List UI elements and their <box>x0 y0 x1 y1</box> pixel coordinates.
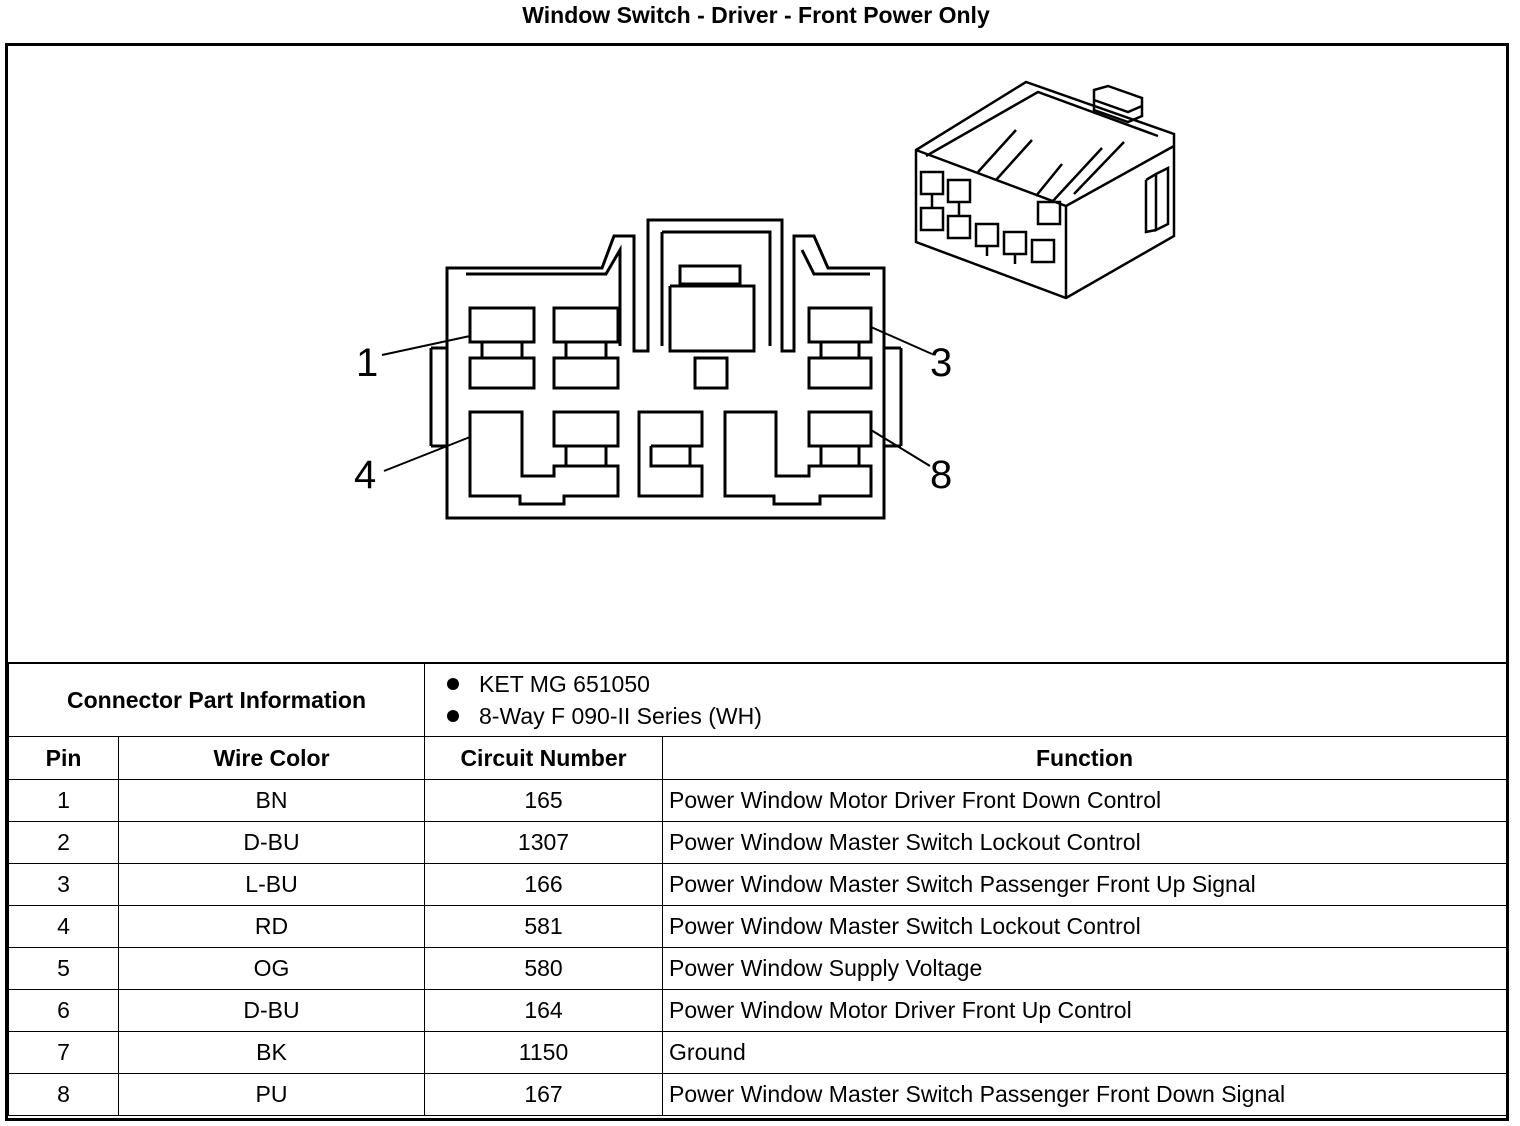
connector-diagram: 1 3 4 8 <box>8 46 1506 662</box>
cavity-pin-6 <box>637 410 704 498</box>
connector-info-row: Connector Part Information KET MG 651050… <box>7 662 1508 737</box>
cell-circuit-number: 1150 <box>424 1031 664 1074</box>
page-title: Window Switch - Driver - Front Power Onl… <box>522 2 990 28</box>
pin-callout-3: 3 <box>930 341 952 385</box>
connector-info-label: Connector Part Information <box>7 662 426 737</box>
table-row: 8 PU 167 Power Window Master Switch Pass… <box>8 1073 1508 1116</box>
header-wire-color: Wire Color <box>117 736 426 780</box>
pinout-table: Connector Part Information KET MG 651050… <box>7 662 1508 1116</box>
cell-function: Power Window Supply Voltage <box>662 947 1508 990</box>
cell-function: Power Window Master Switch Passenger Fro… <box>662 1073 1508 1116</box>
cell-pin: 5 <box>8 947 119 990</box>
pin-callout-4: 4 <box>354 453 376 497</box>
bullet-icon <box>447 678 460 690</box>
connector-key <box>693 356 729 390</box>
connector-info-list: KET MG 651050 8-Way F 090-II Series (WH) <box>424 662 1508 737</box>
header-circuit-number: Circuit Number <box>424 736 664 780</box>
connector-latch-inner <box>466 244 870 346</box>
table-row: 4 RD 581 Power Window Master Switch Lock… <box>8 905 1508 948</box>
cell-wire-color: BN <box>117 779 426 822</box>
connector-latch-window <box>678 264 742 286</box>
leader-line-3 <box>870 326 933 355</box>
connector-body-outline <box>445 218 886 520</box>
table-row: 7 BK 1150 Ground <box>8 1031 1508 1074</box>
table-row: 2 D-BU 1307 Power Window Master Switch L… <box>8 821 1508 864</box>
cell-function: Ground <box>662 1031 1508 1074</box>
cell-pin: 6 <box>8 989 119 1032</box>
bullet-icon <box>447 710 460 722</box>
cell-pin: 7 <box>8 1031 119 1074</box>
pin-callout-8: 8 <box>930 453 952 497</box>
cell-circuit-number: 164 <box>424 989 664 1032</box>
cell-pin: 8 <box>8 1073 119 1116</box>
cell-circuit-number: 581 <box>424 905 664 948</box>
connector-face-drawing: 1 3 4 8 <box>354 80 1176 520</box>
leader-line-1 <box>381 335 471 356</box>
connector-frame: 1 3 4 8 Connector Part Information KET M… <box>5 43 1509 1121</box>
header-pin: Pin <box>8 736 119 780</box>
cell-function: Power Window Master Switch Lockout Contr… <box>662 821 1508 864</box>
table-row: 3 L-BU 166 Power Window Master Switch Pa… <box>8 863 1508 906</box>
cell-circuit-number: 580 <box>424 947 664 990</box>
leader-line-8 <box>870 429 931 467</box>
cell-wire-color: RD <box>117 905 426 948</box>
cell-circuit-number: 167 <box>424 1073 664 1116</box>
cavity-pin-2 <box>552 306 620 390</box>
cell-function: Power Window Master Switch Lockout Contr… <box>662 905 1508 948</box>
cavity-pin-1 <box>468 306 536 390</box>
cell-wire-color: BK <box>117 1031 426 1074</box>
cavity-pin-3 <box>807 306 873 390</box>
connector-isometric-view <box>914 80 1176 300</box>
cavity-pin-7-8 <box>723 410 873 506</box>
cell-wire-color: PU <box>117 1073 426 1116</box>
cell-pin: 3 <box>8 863 119 906</box>
table-row: 5 OG 580 Power Window Supply Voltage <box>8 947 1508 990</box>
cell-circuit-number: 166 <box>424 863 664 906</box>
cell-wire-color: L-BU <box>117 863 426 906</box>
header-function: Function <box>662 736 1508 780</box>
leader-line-4 <box>383 436 471 472</box>
cell-wire-color: D-BU <box>117 989 426 1032</box>
cell-wire-color: D-BU <box>117 821 426 864</box>
cell-pin: 4 <box>8 905 119 948</box>
connector-info-item: KET MG 651050 <box>447 668 1506 700</box>
cell-function: Power Window Motor Driver Front Up Contr… <box>662 989 1508 1032</box>
cell-circuit-number: 165 <box>424 779 664 822</box>
cell-pin: 2 <box>8 821 119 864</box>
cell-function: Power Window Motor Driver Front Down Con… <box>662 779 1508 822</box>
cavity-pin-4-5 <box>468 410 620 506</box>
table-row: 6 D-BU 164 Power Window Motor Driver Fro… <box>8 989 1508 1032</box>
cell-pin: 1 <box>8 779 119 822</box>
connector-info-item: 8-Way F 090-II Series (WH) <box>447 700 1506 732</box>
pin-callout-1: 1 <box>356 341 378 385</box>
cell-circuit-number: 1307 <box>424 821 664 864</box>
cell-wire-color: OG <box>117 947 426 990</box>
table-row: 1 BN 165 Power Window Motor Driver Front… <box>8 779 1508 822</box>
cell-function: Power Window Master Switch Passenger Fro… <box>662 863 1508 906</box>
connector-latch-slot <box>660 230 772 346</box>
table-header-row: Pin Wire Color Circuit Number Function <box>8 736 1508 780</box>
